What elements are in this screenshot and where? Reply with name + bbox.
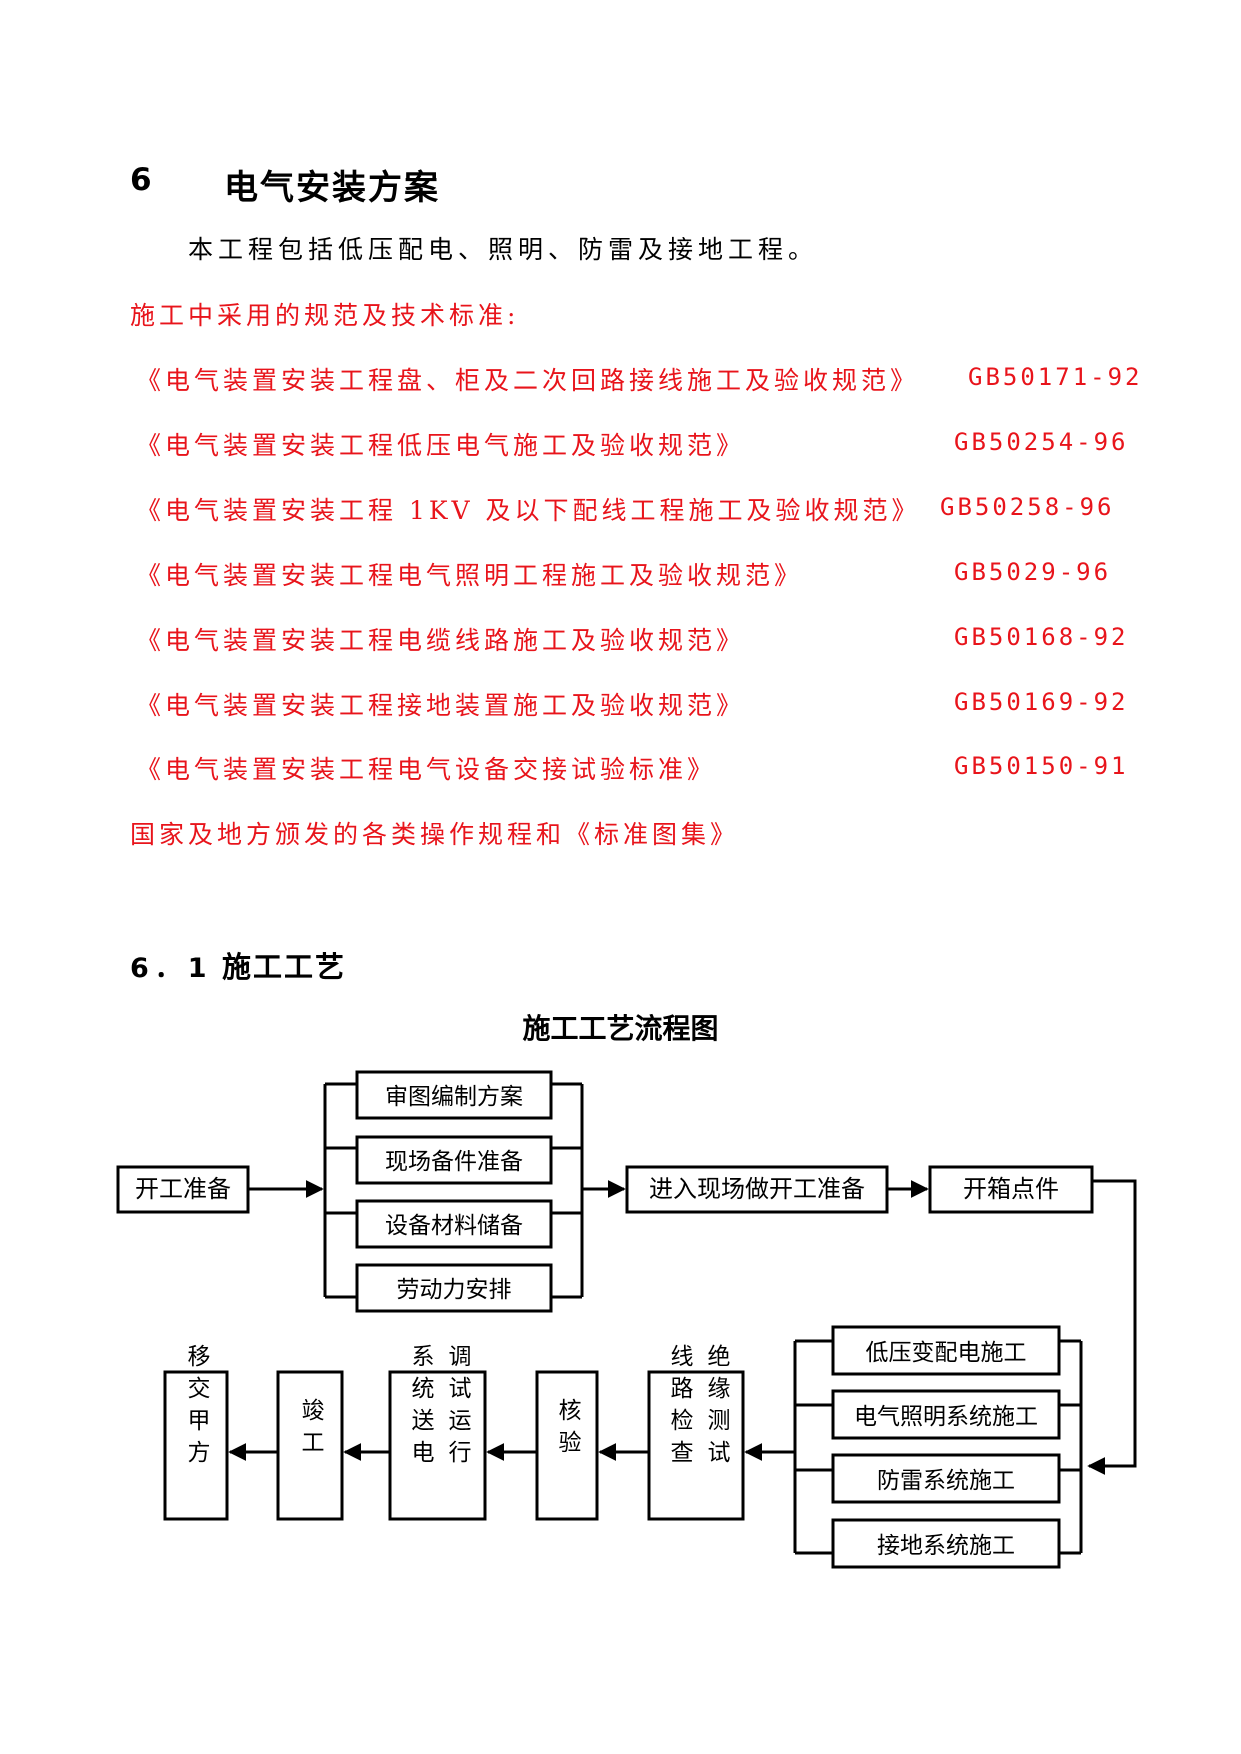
commissioning-col-1: 系统送电 [407,1344,435,1472]
standard-title: 《电气装置安装工程电缆线路施工及验收规范》 [136,626,746,655]
site-prep-label: 进入现场做开工准备 [649,1175,865,1203]
standard-code: GB50254-96 [954,428,1129,456]
flowchart-title: 施工工艺流程图 [522,1012,719,1045]
verify-label: 核验 [554,1398,582,1462]
handover-label: 移交甲方 [183,1344,211,1472]
standard-title: 《电气装置安装工程 1KV 及以下配线工程施工及验收规范》 [136,496,921,525]
standard-code: GB50169-92 [954,688,1129,716]
construction-box-lighting [831,1389,1061,1440]
construction-box-lv-distribution [831,1325,1061,1376]
insulation-test-col-1: 线路检查 [666,1344,694,1472]
construction-box-grounding [831,1518,1061,1569]
intro-paragraph: 本工程包括低压配电、照明、防雷及接地工程。 [188,235,819,264]
standard-code: GB50258-96 [940,493,1115,521]
construction-label: 低压变配电施工 [866,1340,1027,1366]
prep-box-drawing-review [355,1070,553,1120]
prep-label: 现场备件准备 [385,1149,523,1175]
closing-note: 国家及地方颁发的各类操作规程和《标准图集》 [130,820,740,849]
construction-label: 接地系统施工 [877,1533,1015,1559]
site-prep-box [625,1165,889,1214]
insulation-test-box [647,1370,745,1521]
prep-label: 审图编制方案 [385,1084,523,1110]
standard-title: 《电气装置安装工程电气照明工程施工及验收规范》 [136,561,804,590]
construction-box-lightning [831,1453,1061,1504]
start-label: 开工准备 [135,1175,231,1203]
commissioning-col-2: 调试运行 [444,1344,472,1472]
prep-label: 劳动力安排 [397,1277,512,1303]
standard-title: 《电气装置安装工程低压电气施工及验收规范》 [136,431,746,460]
construction-label: 电气照明系统施工 [854,1404,1038,1430]
handover-box [163,1370,229,1521]
standard-code: GB5029-96 [954,558,1112,586]
prep-box-labor [355,1263,553,1313]
standard-title: 《电气装置安装工程接地装置施工及验收规范》 [136,691,746,720]
unpack-box [928,1165,1094,1214]
standard-title: 《电气装置安装工程电气设备交接试验标准》 [136,755,717,784]
verify-box [535,1370,599,1521]
standard-code: GB50171-92 [968,363,1143,391]
prep-box-materials [355,1199,553,1249]
construction-label: 防雷系统施工 [877,1468,1015,1494]
standard-title: 《电气装置安装工程盘、柜及二次回路接线施工及验收规范》 [136,366,920,395]
standards-heading: 施工中采用的规范及技术标准: [130,301,520,330]
completion-box [276,1370,344,1521]
insulation-test-col-2: 绝缘测试 [703,1344,731,1472]
prep-box-spare-parts [355,1135,553,1185]
prep-label: 设备材料储备 [385,1213,523,1239]
section-number: 6 [130,162,152,198]
subsection-title: 施工工艺 [222,950,347,984]
subsection-number: 6．1 [130,953,213,984]
section-title: 电气安装方案 [224,168,440,208]
standard-code: GB50150-91 [954,752,1129,780]
commissioning-box [388,1370,487,1521]
unpack-label: 开箱点件 [963,1175,1059,1203]
standard-code: GB50168-92 [954,623,1129,651]
completion-label: 竣工 [297,1398,324,1462]
